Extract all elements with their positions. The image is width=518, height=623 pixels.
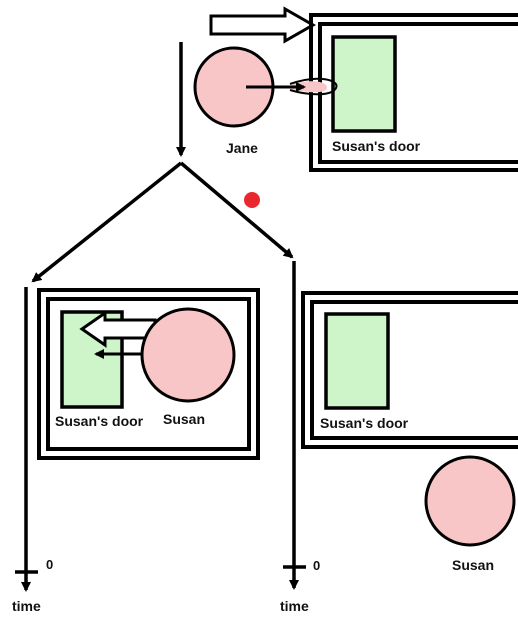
left-door-label: Susan's door (55, 413, 144, 429)
left-scene: Susan's door Susan (39, 290, 258, 458)
right-scene: Susan's door Susan (303, 293, 518, 573)
branch-right (181, 163, 292, 257)
susan-right-circle (426, 457, 514, 545)
susan-left-label: Susan (163, 411, 205, 427)
left-time-label: time (12, 598, 41, 614)
top-door (333, 37, 395, 131)
susan-right-label: Susan (452, 557, 494, 573)
right-time-label: time (280, 598, 309, 614)
right-door (326, 314, 388, 408)
hollow-arrow (211, 9, 313, 41)
top-scene: Susan's door Jane (195, 9, 518, 170)
branch-left (33, 163, 181, 281)
branch-marker-dot (244, 192, 260, 208)
right-zero-label: 0 (313, 558, 320, 573)
right-door-label: Susan's door (320, 415, 409, 431)
left-zero-label: 0 (46, 557, 53, 572)
susan-left-circle (142, 309, 234, 401)
top-door-label: Susan's door (332, 138, 421, 154)
jane-label: Jane (226, 140, 258, 156)
